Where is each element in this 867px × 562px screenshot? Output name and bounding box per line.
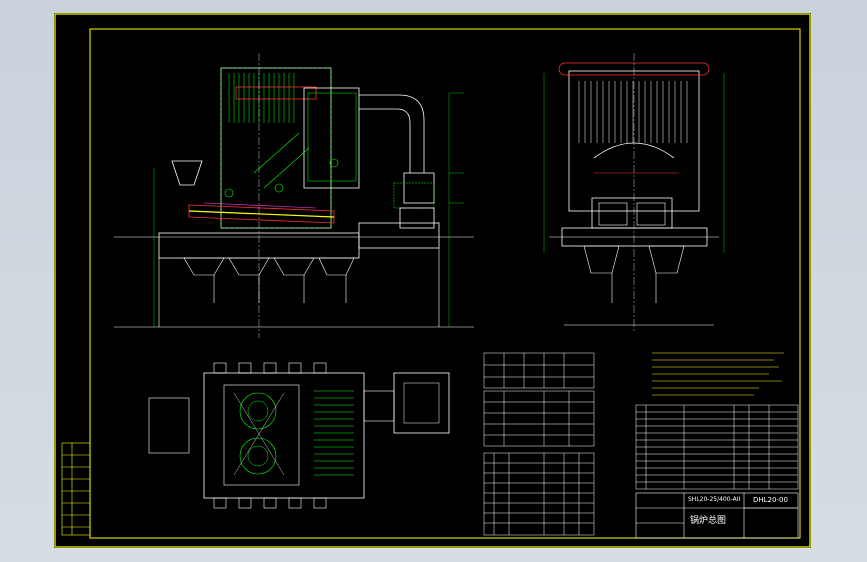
drawing-sheet[interactable]: 锅炉总图 DHL20-00 SHL20-25/400-AII [54, 13, 811, 548]
plan-view[interactable] [148, 362, 450, 509]
drawing-number-label: DHL20-00 [753, 496, 788, 504]
model-code-label: SHL20-25/400-AII [688, 496, 741, 503]
revision-table [61, 442, 91, 536]
technical-notes [652, 352, 784, 396]
boiler-general-drawing[interactable] [54, 13, 811, 548]
drawing-name-label: 锅炉总图 [690, 516, 727, 526]
inner-frame [89, 28, 801, 539]
front-elevation-view[interactable] [114, 53, 474, 338]
bill-of-materials[interactable] [635, 404, 799, 490]
title-block[interactable] [635, 492, 799, 539]
side-elevation-view[interactable] [543, 53, 725, 333]
parts-table[interactable] [483, 352, 595, 536]
outer-frame [54, 13, 811, 548]
